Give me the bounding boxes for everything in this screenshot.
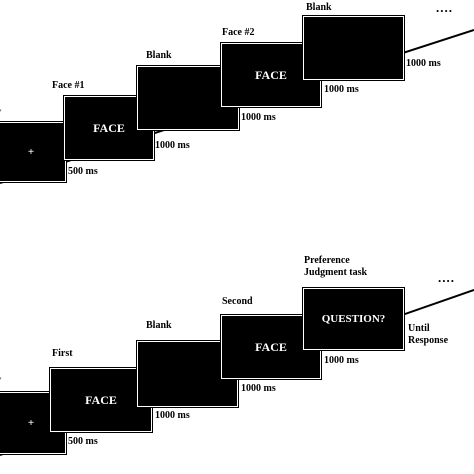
face-screen-first: FACE — [49, 367, 153, 433]
caption-blank: Blank — [146, 320, 172, 331]
continuation-dots: .... — [438, 270, 455, 285]
duration-label: 1000 ms — [324, 84, 359, 95]
caption-face-2: Face #2 — [222, 27, 255, 38]
caption-first: First — [52, 348, 73, 359]
duration-label: 1000 ms — [241, 383, 276, 394]
face-label: FACE — [255, 339, 287, 354]
fixation-cross: + — [27, 146, 35, 158]
duration-label: 1000 ms — [155, 140, 190, 151]
face-label: FACE — [93, 120, 125, 135]
duration-label: 500 ms — [68, 166, 98, 177]
continuation-dots: .... — [436, 0, 453, 15]
blank-screen-2 — [302, 15, 405, 81]
edge-mark: ' — [0, 108, 2, 117]
caption-task-line1: Preference — [304, 255, 350, 266]
edge-mark: ' — [0, 376, 2, 385]
face-label: FACE — [85, 392, 117, 407]
caption-blank-2: Blank — [306, 2, 332, 13]
duration-label: 500 ms — [68, 436, 98, 447]
face-label: FACE — [255, 67, 287, 82]
duration-label: 1000 ms — [155, 410, 190, 421]
response-label: Response — [408, 335, 449, 346]
caption-task-line2: Judgment task — [304, 267, 368, 278]
caption-face-1: Face #1 — [52, 80, 85, 91]
caption-blank-1: Blank — [146, 50, 172, 61]
caption-second: Second — [222, 296, 253, 307]
question-screen: QUESTION? — [302, 287, 405, 351]
fixation-screen: + — [0, 121, 67, 183]
until-label: Until — [408, 323, 430, 334]
duration-label: 1000 ms — [241, 112, 276, 123]
fixation-cross: + — [27, 417, 35, 429]
duration-label: 1000 ms — [406, 58, 441, 69]
duration-label: 1000 ms — [324, 355, 359, 366]
question-label: QUESTION? — [321, 313, 386, 325]
